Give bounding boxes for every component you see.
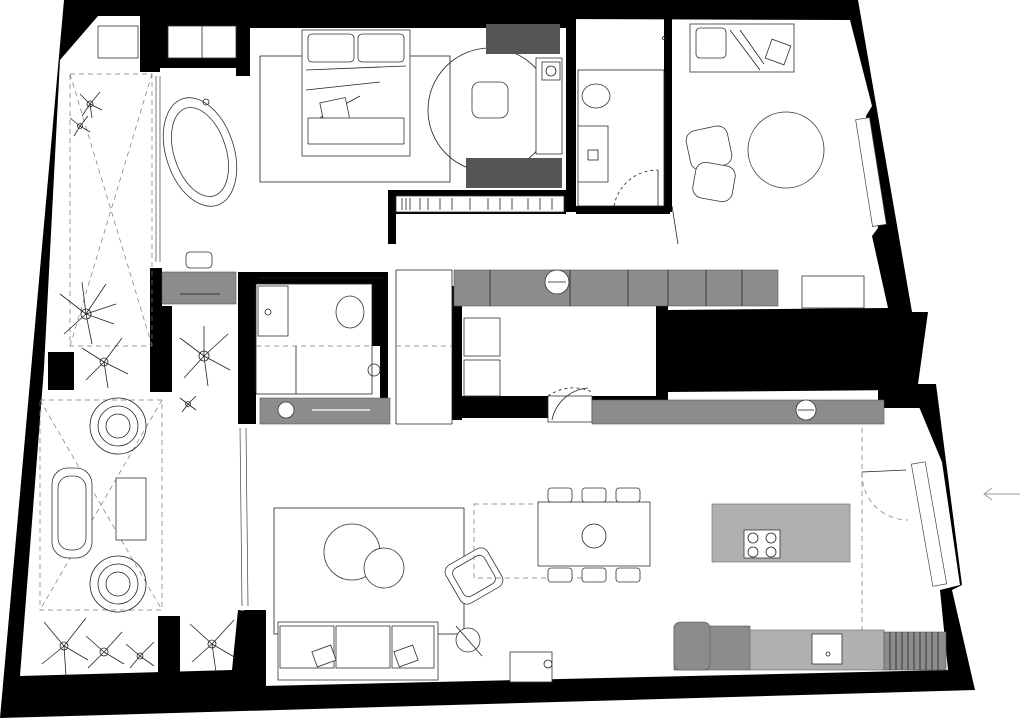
- living-area: [273, 507, 553, 683]
- wardrobe-counter: [453, 269, 779, 307]
- radiator: [466, 24, 562, 188]
- cabinet: [801, 275, 865, 309]
- window-benches: [97, 25, 237, 59]
- chair: [547, 487, 641, 583]
- toilet-icon: [335, 295, 365, 329]
- utility-room: [463, 317, 593, 423]
- coffee-table: [363, 547, 405, 589]
- bed-icon: [301, 29, 411, 157]
- vanity-counter: [161, 271, 237, 305]
- bedroom: [155, 24, 565, 305]
- washer: [463, 317, 501, 357]
- bookshelf: [395, 195, 565, 213]
- round-table: [747, 111, 825, 189]
- toilet-icon: [581, 83, 611, 109]
- kitchen-counter-back: [591, 399, 885, 425]
- entrance-door: [861, 461, 948, 587]
- sink-icon: [811, 633, 843, 665]
- wc: [577, 36, 666, 207]
- sofa-icon: [277, 621, 439, 681]
- dining-area: [473, 487, 651, 583]
- sink-icon: [257, 285, 289, 337]
- entrance-arrow-icon: [983, 487, 1020, 501]
- dining-nook: [671, 23, 887, 309]
- bathtub-icon: [162, 97, 238, 207]
- plant-icon: [41, 91, 237, 677]
- dryer: [463, 359, 501, 397]
- stove-icon: [743, 529, 781, 559]
- balcony: [39, 73, 163, 613]
- pouf: [471, 81, 509, 119]
- exterior-wall: [0, 0, 975, 718]
- chair: [692, 161, 736, 203]
- round-stool: [89, 555, 147, 613]
- stool: [185, 251, 213, 269]
- kitchen-counter: [673, 621, 947, 671]
- shower-room: [255, 277, 391, 425]
- sink-icon: [577, 125, 609, 183]
- side-table: [115, 477, 147, 541]
- dining-table: [537, 501, 651, 567]
- round-stool: [89, 397, 147, 455]
- corridor: [395, 269, 453, 425]
- kitchen-island: [711, 503, 851, 563]
